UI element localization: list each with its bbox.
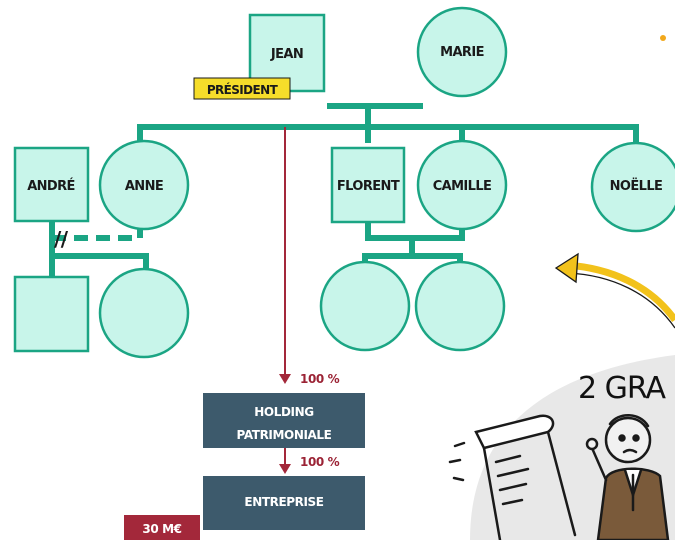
node-grandchild-circle [98, 267, 190, 359]
label-camille: CAMILLE [433, 179, 492, 194]
ownership-arrows [279, 127, 291, 474]
label-andre: ANDRÉ [27, 178, 75, 194]
node-camille [416, 139, 508, 231]
label-jean: JEAN [270, 47, 303, 62]
divorce-mark: // [54, 227, 69, 251]
node-andre [13, 146, 90, 223]
label-marie: MARIE [440, 45, 484, 60]
node-grandchild-left [319, 260, 411, 352]
label-noelle: NOËLLE [610, 178, 663, 194]
holding-share: 100 % [300, 372, 340, 386]
label-anne: ANNE [125, 179, 163, 194]
node-grandchild-square [13, 275, 90, 353]
curved-arrow-outline [567, 272, 675, 329]
node-grandchild-right [414, 260, 506, 352]
family-connectors [49, 103, 639, 279]
businessman-illustration [585, 414, 670, 540]
company-value-badge [124, 515, 200, 540]
company-label: ENTREPRISE [244, 495, 323, 509]
curved-arrow-head [554, 252, 579, 284]
scroll-document-icon [448, 414, 577, 540]
president-badge [193, 77, 291, 100]
company-box [203, 476, 365, 530]
president-badge-label: PRÉSIDENT [207, 82, 279, 97]
callout-title: 2 GRA [578, 371, 666, 406]
holding-label-line2: PATRIMONIALE [237, 428, 332, 442]
node-marie [416, 6, 508, 98]
curved-arrow-icon [565, 261, 675, 323]
node-noelle [590, 141, 675, 233]
label-florent: FLORENT [337, 179, 400, 194]
node-florent [330, 146, 406, 224]
accent-dot [660, 35, 666, 41]
holding-label-line1: HOLDING [254, 405, 313, 419]
node-anne [98, 139, 190, 231]
company-value-label: 30 M€ [142, 522, 181, 536]
company-share: 100 % [300, 455, 340, 469]
holding-box [203, 393, 365, 448]
